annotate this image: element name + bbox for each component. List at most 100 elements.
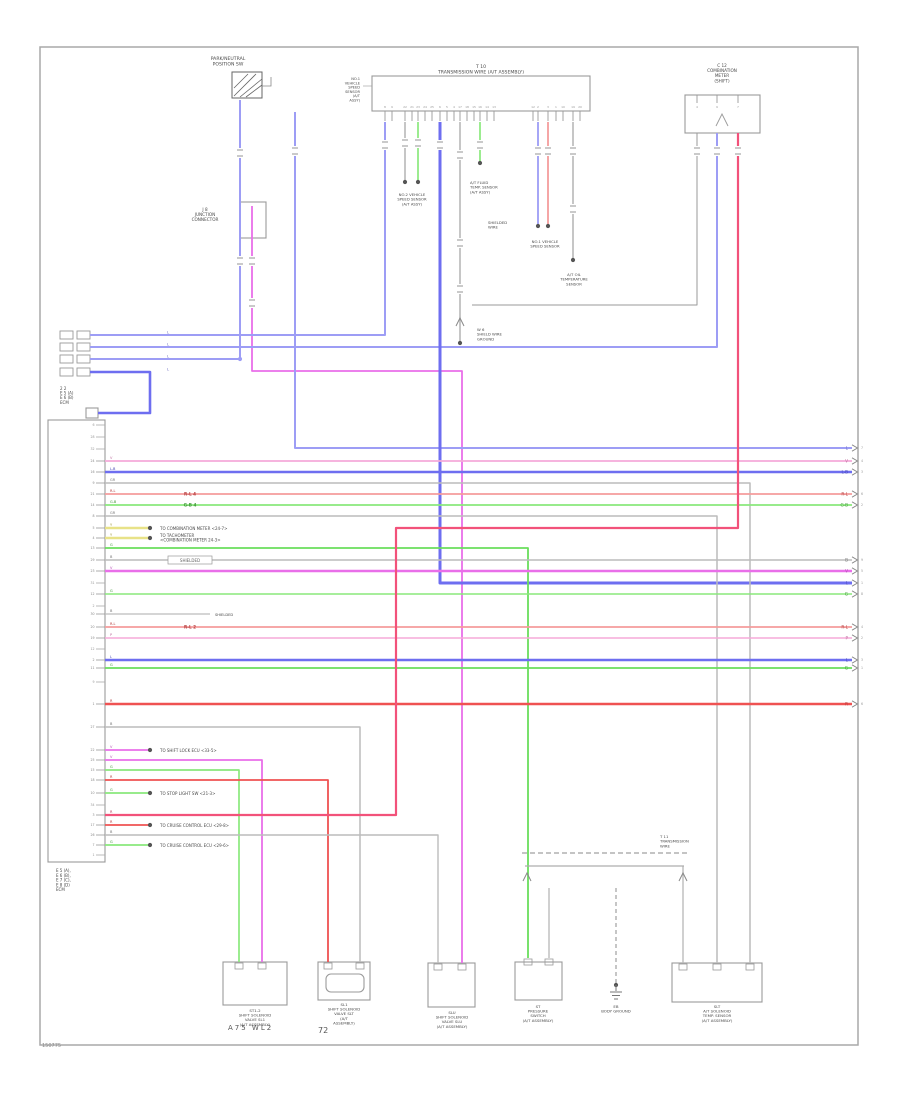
solenoid2-box (317, 961, 371, 1001)
footer-doc-number: 150775 (42, 1043, 62, 1049)
ecm-pin-number: 20 (90, 625, 94, 629)
pass-through-arrow-icon (455, 316, 465, 327)
wire-code-label: G (110, 765, 113, 769)
solenoid4-box (514, 961, 563, 1001)
top-pin-number: 14 (485, 105, 489, 109)
offpage-arrow-icon (851, 590, 859, 598)
ecm-pin-number: 23 (90, 569, 94, 573)
terminal-page-number: 2 (861, 503, 863, 507)
pass-through-arrow-icon (678, 871, 688, 882)
wire-break-gap (437, 140, 443, 150)
oiltemp-gray-573-wire-end-dot (570, 257, 576, 263)
solenoid3-box (427, 962, 476, 1008)
top-pin-number: 16 (478, 105, 482, 109)
ecm-pin-number: 21 (90, 492, 94, 496)
inline-wire-label: R-L 4 (184, 492, 196, 497)
wire-code-label: GR (110, 478, 116, 482)
magenta-750-stub-wire-end-dot (147, 747, 153, 753)
wire-break-gap (402, 138, 408, 148)
component-pin-staple (745, 963, 755, 971)
top-pin-number: 23 (416, 105, 420, 109)
ecm-pin-number: 10 (90, 791, 94, 795)
green-793-stub-wire-end-dot (147, 790, 153, 796)
ecm-gray-727-wire (105, 726, 361, 962)
ecm-pin-number: 1 (92, 853, 94, 857)
wire-break-gap (457, 150, 463, 160)
wire-break-gap (457, 284, 463, 294)
offpage-arrow-icon (851, 501, 859, 509)
component-pin-staple (433, 963, 443, 971)
top-pin-number: 6 (439, 105, 441, 109)
wire-code-label: G-B (110, 500, 117, 504)
component-pin-staple (234, 962, 244, 970)
top-pin-number: 3 (547, 105, 549, 109)
wire-code-label: R (110, 775, 113, 779)
wire-code-inline: L (167, 330, 170, 335)
terminal-wire-code: L (846, 445, 849, 450)
wire-code-label: V (110, 755, 113, 759)
pnp-blue-wire (90, 100, 241, 360)
ecm-pin-number: 14 (90, 503, 94, 507)
wire-break-gap (237, 256, 243, 266)
ecm-pin-number: 25 (90, 758, 94, 762)
sensor-box-wide (671, 962, 763, 1003)
ecm-gray-483-wire (105, 482, 751, 963)
ecm-pin-number: 34 (90, 803, 94, 807)
enclosure-line (472, 133, 698, 306)
footer-page-mark: 72 (318, 1026, 329, 1035)
ecm-green-770-wire (105, 769, 240, 962)
component-pin-staple (457, 963, 467, 971)
top-pin-number: 15 (472, 105, 476, 109)
wire-code-label: P (110, 633, 112, 637)
solenoid2-inner (325, 973, 365, 993)
wire-break-gap (570, 146, 576, 156)
wire-code-inline: L (167, 354, 170, 359)
terminal-page-number: 6 (861, 492, 863, 496)
wire-code-label: B (110, 555, 113, 559)
to-tachometer-label: TO TACHOMETER<COMBINATION METER 24-3> (159, 533, 221, 543)
ecm-pin-number: 1 (92, 702, 94, 706)
pnp-connector-tail (262, 77, 272, 87)
ecm-pin-number: 2 (92, 604, 94, 608)
ecm-pin-number: 11 (90, 666, 94, 670)
offpage-arrow-icon (851, 457, 859, 465)
top-pin-number: 22 (403, 105, 407, 109)
wire-break-gap (535, 146, 541, 156)
terminal-page-number: 9 (861, 558, 863, 562)
component-pin-staple (544, 958, 554, 966)
wire-code-label: B (110, 830, 113, 834)
component-pin-staple (355, 962, 365, 970)
left-connector-symbol (59, 354, 74, 364)
terminal-page-number: 8 (861, 592, 863, 596)
top-pin-number: 25 (430, 105, 434, 109)
terminal-page-number: 6 (861, 702, 863, 706)
solenoid1-box (222, 961, 288, 1006)
vs1-blue-538-wire-end-dot (535, 223, 541, 229)
left-connector-symbol (76, 342, 91, 352)
left-connector-symbol (76, 330, 91, 340)
left-connector-symbol (59, 330, 74, 340)
wire-break-gap (694, 146, 700, 156)
ecm-blue-pin-bracket (85, 407, 99, 419)
ecm-magenta-760-wire (105, 759, 263, 962)
ecm-pin-number: 12 (90, 592, 94, 596)
ecm-pin-number: 32 (90, 447, 94, 451)
wire-code-label: V (110, 456, 113, 460)
left-connector-symbol (59, 367, 74, 377)
offpage-arrow-icon (851, 567, 859, 575)
wire-break-gap (545, 146, 551, 156)
wire-code-label: Y (110, 533, 113, 537)
pass-through-arrow-icon (522, 871, 532, 882)
terminal-wire-code: V (845, 458, 848, 463)
terminal-page-number: 4 (861, 625, 863, 629)
terminal-wire-code: L-B (842, 469, 849, 474)
ecm-pin-number: 15 (90, 768, 94, 772)
pnp-hatch-line (239, 78, 263, 98)
